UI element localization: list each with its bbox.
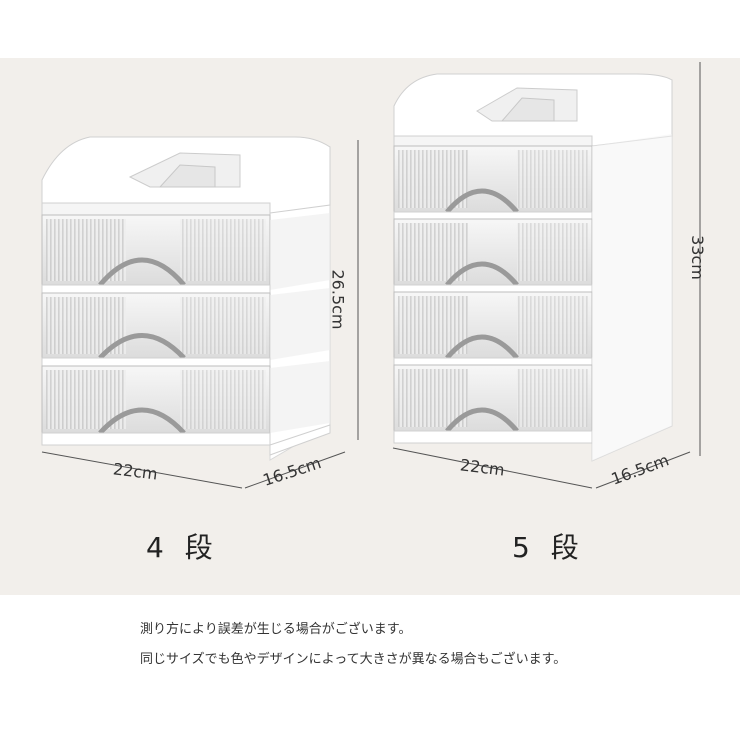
tier-label-4: 4 段 (146, 531, 219, 564)
tier-label-5: 5 段 (512, 531, 585, 564)
organizer-5-tier-image (393, 73, 673, 462)
drawer-3 (393, 291, 593, 360)
drawer-4 (393, 364, 593, 433)
note-measurement-error: 測り方により誤差が生じる場合がございます。 (140, 622, 412, 637)
height-label-4-tier: 26.5cm (328, 269, 348, 330)
height-label-5-tier: 33cm (687, 235, 707, 280)
organizer-4-tier-image (41, 136, 331, 461)
drawer-2 (41, 288, 330, 360)
drawer-2 (393, 218, 593, 287)
drawer-1 (41, 213, 330, 290)
drawer-3 (41, 361, 330, 435)
note-size-variation: 同じサイズでも色やデザインによって大きさが異なる場合もございます。 (140, 652, 567, 667)
drawer-1 (393, 145, 593, 214)
